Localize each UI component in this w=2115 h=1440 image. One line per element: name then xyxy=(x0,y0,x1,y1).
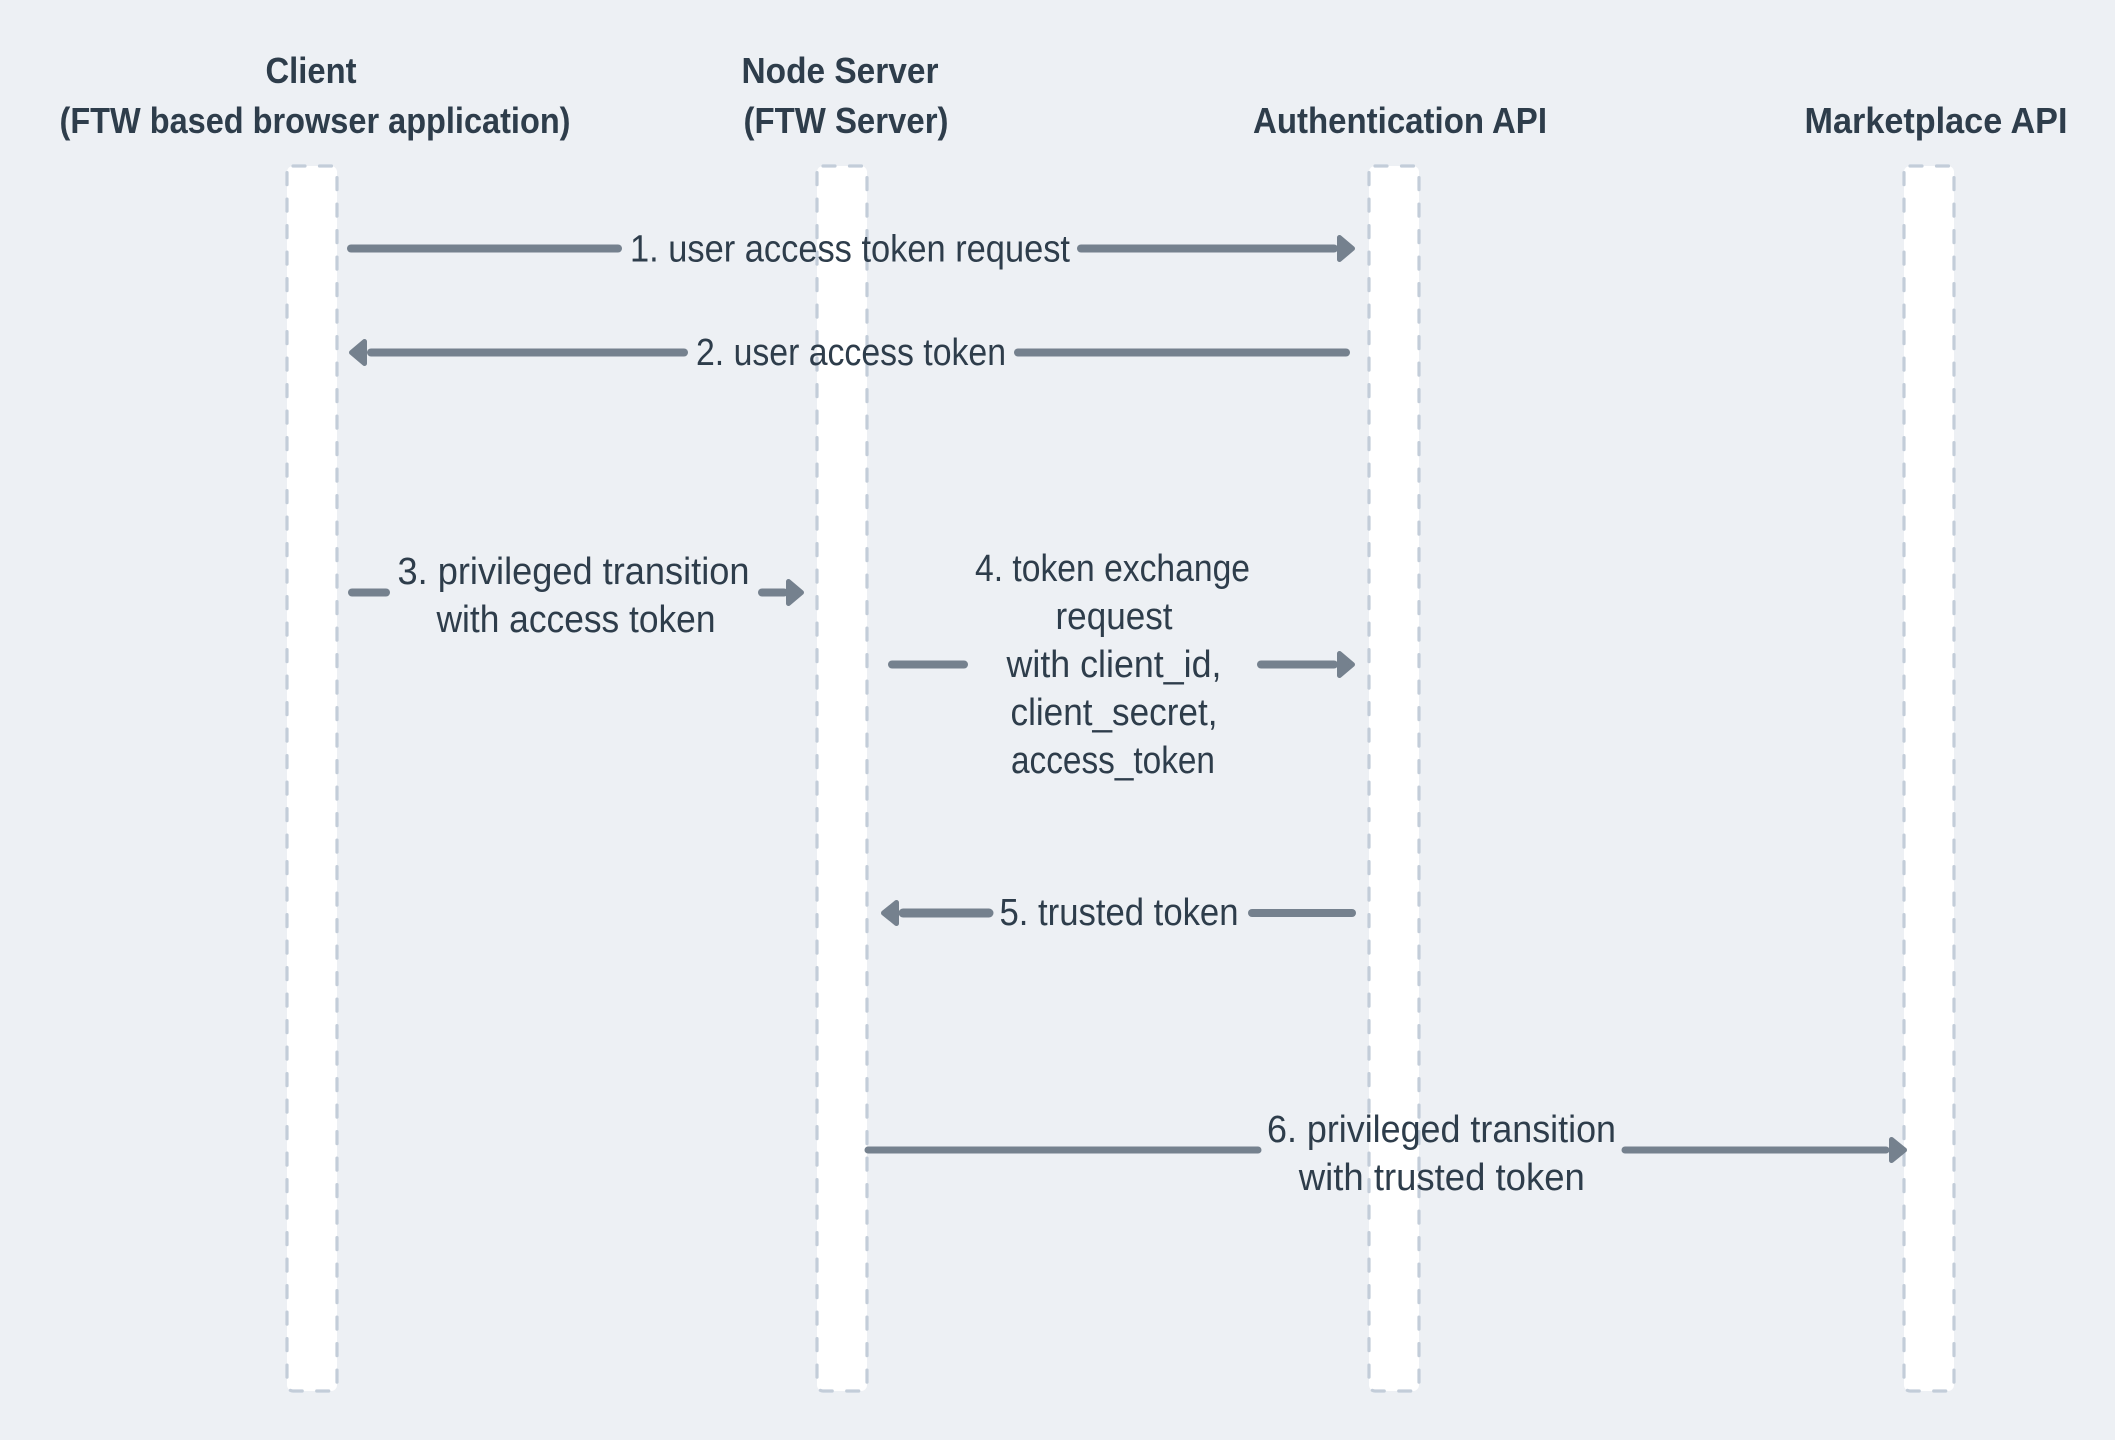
svg-text:request: request xyxy=(1056,596,1173,638)
svg-text:5. trusted token: 5. trusted token xyxy=(1000,892,1239,934)
svg-text:(FTW Server): (FTW Server) xyxy=(744,100,949,141)
svg-text:Marketplace API: Marketplace API xyxy=(1805,100,2068,141)
svg-text:access_token: access_token xyxy=(1011,740,1215,782)
svg-text:with access token: with access token xyxy=(436,599,716,641)
svg-text:client_secret,: client_secret, xyxy=(1011,692,1218,734)
svg-text:6. privileged transition: 6. privileged transition xyxy=(1267,1109,1616,1151)
svg-text:3. privileged transition: 3. privileged transition xyxy=(398,551,750,593)
svg-text:Authentication API: Authentication API xyxy=(1253,100,1547,141)
svg-text:(FTW based browser application: (FTW based browser application) xyxy=(60,100,571,141)
svg-text:Client: Client xyxy=(266,50,357,91)
svg-text:2. user access token: 2. user access token xyxy=(696,332,1006,374)
svg-text:4. token exchange: 4. token exchange xyxy=(975,548,1250,590)
svg-text:Node Server: Node Server xyxy=(742,50,939,91)
svg-text:with client_id,: with client_id, xyxy=(1006,644,1222,686)
svg-text:with trusted token: with trusted token xyxy=(1298,1157,1585,1199)
svg-text:1. user access token request: 1. user access token request xyxy=(630,229,1070,271)
